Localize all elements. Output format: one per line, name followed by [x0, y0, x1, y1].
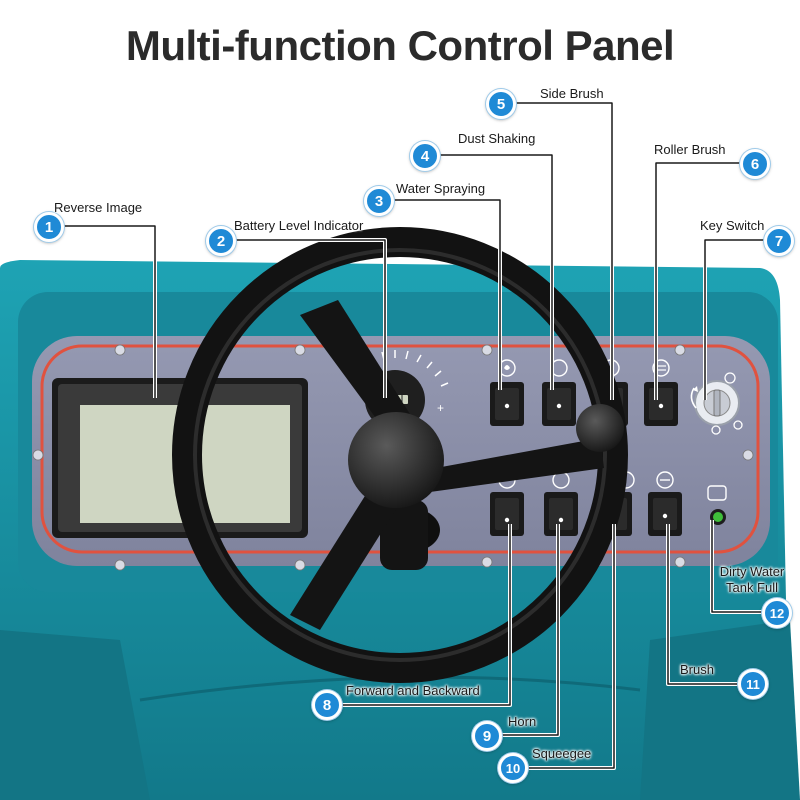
panel-screws — [32, 344, 754, 571]
page-title: Multi-function Control Panel — [125, 22, 675, 69]
steering-wheel — [172, 227, 628, 683]
callout-badge-12: 12 — [762, 598, 792, 628]
label-forward-and-backward: Forward and Backward — [346, 683, 480, 698]
callout-badge-10: 10 — [498, 753, 528, 783]
label-water-spraying: Water Spraying — [396, 181, 486, 196]
label-dirty-water-tank-full: Dirty Water Tank Full — [712, 564, 792, 596]
callout-badge-3: 3 — [364, 186, 394, 216]
callout-badge-9: 9 — [472, 721, 502, 751]
label-roller-brush: Roller Brush — [654, 142, 726, 157]
label-dust-shaking: Dust Shaking — [458, 131, 536, 146]
switch-dust-shaking — [542, 359, 576, 426]
callout-badge-6: 6 — [740, 149, 770, 179]
label-brush: Brush — [680, 662, 714, 677]
switch-brush — [648, 471, 682, 536]
callout-badge-8: 8 — [312, 690, 342, 720]
label-horn: Horn — [508, 714, 537, 729]
switch-horn — [544, 471, 578, 536]
callout-badge-1: 1 — [34, 212, 64, 242]
key-switch — [690, 372, 743, 435]
battery-plus-symbol: + — [437, 401, 444, 415]
label-key-switch: Key Switch — [700, 218, 765, 233]
callout-badge-2: 2 — [206, 226, 236, 256]
callout-badge-4: 4 — [410, 141, 440, 171]
label-squeegee: Squeegee — [532, 746, 592, 761]
callout-badge-7: 7 — [764, 226, 794, 256]
callout-badge-11: 11 — [738, 669, 768, 699]
label-battery-level-indicator: Battery Level Indicator — [234, 218, 364, 233]
switch-water-spraying — [490, 359, 524, 426]
switch-forward-backward — [490, 471, 524, 536]
label-reverse-image: Reverse Image — [54, 200, 143, 215]
label-dirty-water-line1: Dirty Water — [719, 564, 785, 579]
label-dirty-water-line2: Tank Full — [725, 580, 779, 595]
callout-badge-5: 5 — [486, 89, 516, 119]
label-side-brush: Side Brush — [540, 86, 604, 101]
